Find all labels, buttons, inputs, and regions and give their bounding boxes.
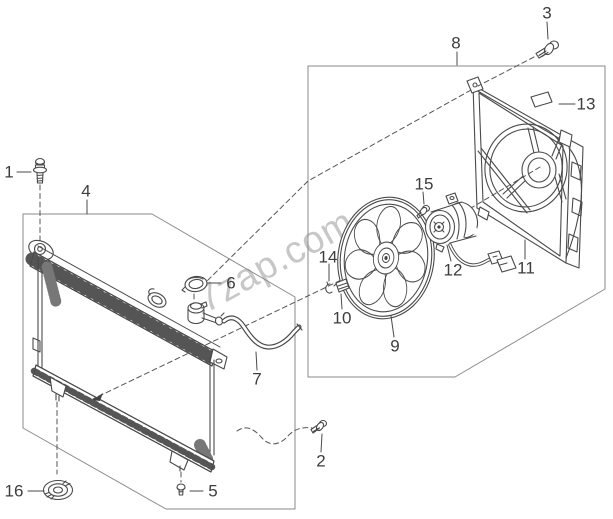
- fan-shroud-drawing: [466, 76, 584, 269]
- callout-7: 7: [252, 369, 262, 389]
- clip-10-drawing: [333, 278, 350, 293]
- overflow-hose-7-drawing: [221, 315, 303, 350]
- fan-blade-drawing: [337, 196, 435, 320]
- callout-13: 13: [576, 94, 596, 114]
- wire-connector-drawing: [487, 250, 517, 273]
- clip-14-drawing: [325, 281, 333, 294]
- fan-assembly-boundary-box: [307, 65, 606, 378]
- callout-6: 6: [226, 273, 236, 293]
- radiator-drawing: [25, 239, 228, 473]
- callout-5: 5: [208, 481, 218, 501]
- bolt-3-drawing: [535, 40, 560, 59]
- bolt-1-drawing: [32, 157, 48, 184]
- callout-9: 9: [390, 336, 400, 356]
- alignment-arrowhead: [92, 393, 103, 401]
- callout-3: 3: [542, 3, 552, 23]
- radiator-boundary-box: [22, 213, 296, 510]
- screw-15-drawing: [416, 204, 431, 219]
- fan-motor-drawing: [424, 192, 517, 273]
- callout-1: 1: [4, 162, 14, 182]
- bolt-2-drawing: [310, 419, 328, 434]
- callout-15: 15: [414, 174, 434, 194]
- callout-10: 10: [332, 308, 352, 328]
- callout-2: 2: [316, 451, 326, 471]
- callout-12: 12: [443, 260, 463, 280]
- callout-16: 16: [4, 481, 24, 501]
- mount-grommet-16-drawing: [42, 479, 74, 501]
- callout-11: 11: [517, 258, 535, 278]
- callout-leader-lines: [16, 21, 576, 492]
- callout-4: 4: [81, 181, 91, 201]
- radiator-cap-6-drawing: [181, 275, 208, 293]
- label-sticker-13-drawing: [530, 91, 553, 108]
- callout-14: 14: [318, 247, 338, 267]
- callout-8: 8: [451, 33, 461, 53]
- drain-plug-5-drawing: [176, 483, 186, 496]
